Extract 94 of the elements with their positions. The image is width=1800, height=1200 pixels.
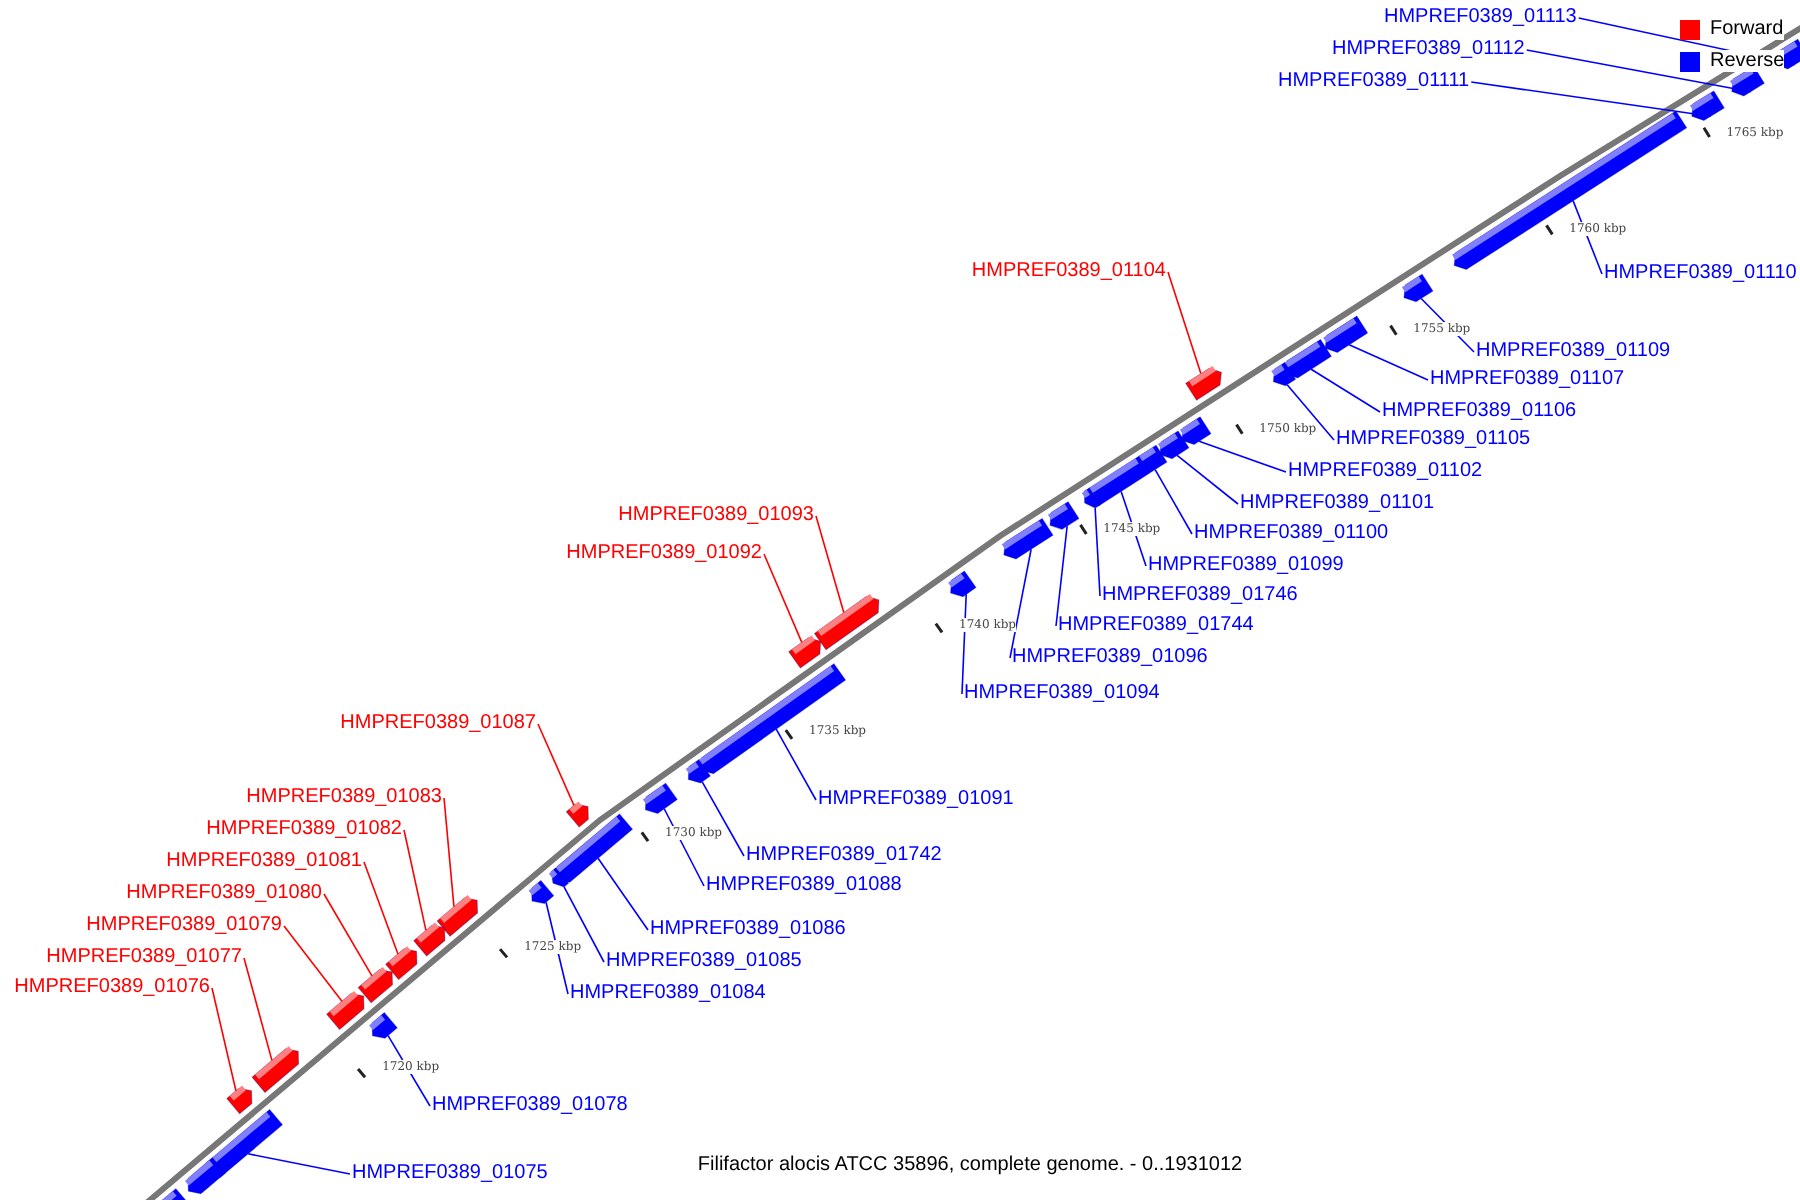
leader-line (443, 797, 455, 908)
leader-line (763, 553, 803, 644)
gene-block (528, 879, 555, 904)
legend-label: Forward (1710, 18, 1784, 40)
gene-block (1401, 273, 1434, 303)
gene-label: HMPREF0389_01105 (1336, 428, 1531, 452)
gene-block (813, 594, 880, 651)
gene-block (1689, 90, 1725, 121)
gene-block (1157, 430, 1190, 460)
leader-line (815, 515, 845, 614)
gene-label: HMPREF0389_01081 (166, 850, 362, 874)
leader-line (1348, 344, 1429, 381)
gene-label: HMPREF0389_01096 (1012, 646, 1208, 670)
gene-label: HMPREF0389_01080 (126, 882, 322, 906)
leader-line (1094, 507, 1101, 597)
gene-block (184, 1157, 226, 1195)
leader-line (563, 886, 605, 963)
leader-line (775, 728, 817, 801)
gene-block (1047, 501, 1080, 530)
leader-line (1176, 454, 1239, 505)
leader-line (211, 987, 237, 1092)
leader-line (283, 925, 343, 1003)
gene-block (357, 966, 393, 1004)
gene-block (1001, 517, 1054, 560)
leader-line (363, 861, 399, 955)
gene-label: HMPREF0389_01079 (86, 914, 282, 938)
gene-label: HMPREF0389_01099 (1148, 554, 1344, 578)
gene-label: HMPREF0389_01100 (1194, 522, 1389, 546)
gene-block (642, 782, 678, 814)
leader-line (1009, 548, 1032, 659)
gene-block (1185, 366, 1222, 401)
gene-label: HMPREF0389_01077 (46, 946, 242, 970)
gene-label: HMPREF0389_01087 (340, 712, 536, 736)
gene-label: HMPREF0389_01092 (566, 542, 762, 566)
leader-line (1154, 468, 1193, 535)
gene-label: HMPREF0389_01106 (1382, 400, 1577, 424)
gene-label: HMPREF0389_01113 (1384, 6, 1577, 30)
gene-block (548, 867, 570, 888)
gene-label: HMPREF0389_01094 (964, 682, 1160, 706)
gene-label: HMPREF0389_01088 (706, 874, 902, 898)
gene-block (226, 1085, 253, 1115)
gene-block (1179, 416, 1212, 445)
gene-label: HMPREF0389_01742 (746, 844, 942, 868)
gene-label: HMPREF0389_01084 (570, 982, 766, 1006)
gene-block (1081, 487, 1101, 509)
gene-label: HMPREF0389_01112 (1332, 38, 1525, 62)
gene-block (1271, 361, 1297, 387)
leader-line (1055, 525, 1068, 627)
leader-line (1286, 383, 1335, 441)
leader-line (701, 780, 745, 857)
leader-line (243, 957, 273, 1062)
leader-line (1310, 368, 1381, 413)
leader-line (323, 893, 373, 977)
gene-label: HMPREF0389_01101 (1240, 492, 1435, 516)
leader-line (1470, 81, 1712, 118)
gene-block (326, 990, 365, 1030)
gene-block (788, 635, 822, 669)
gene-block (369, 1012, 398, 1039)
gene-label: HMPREF0389_01078 (432, 1094, 628, 1118)
leader-line (1198, 440, 1287, 473)
leader-line (1167, 271, 1202, 375)
gene-label: HMPREF0389_01109 (1476, 340, 1671, 364)
gene-label: HMPREF0389_01744 (1058, 614, 1254, 638)
gene-block (948, 570, 977, 598)
gene-label: HMPREF0389_01075 (352, 1162, 548, 1186)
gene-block (251, 1046, 300, 1093)
gene-block (553, 813, 633, 883)
gene-block (1323, 315, 1369, 353)
gene-label: HMPREF0389_01082 (206, 818, 402, 842)
leader-line (597, 857, 649, 931)
leader-line (403, 829, 427, 932)
gene-label: HMPREF0389_01102 (1288, 460, 1483, 484)
gene-label: HMPREF0389_01093 (618, 504, 814, 528)
legend-label: Reverse (1710, 50, 1785, 72)
gene-label: HMPREF0389_01110 (1604, 262, 1797, 286)
leader-line (1525, 49, 1752, 93)
gene-label: HMPREF0389_01085 (606, 950, 802, 974)
gene-label: HMPREF0389_01107 (1430, 368, 1625, 392)
caption: Filifactor alocis ATCC 35896, complete genome. - 0..1931012 (697, 1154, 1243, 1176)
gene-label: HMPREF0389_01091 (818, 788, 1014, 812)
gene-label: HMPREF0389_01086 (650, 918, 846, 942)
gene-block (436, 895, 479, 937)
gene-block (685, 759, 711, 784)
gene-label: HMPREF0389_01104 (971, 260, 1166, 284)
gene-block (157, 1188, 190, 1200)
gene-label: HMPREF0389_01076 (14, 976, 210, 1000)
gene-label: HMPREF0389_01083 (246, 786, 442, 810)
gene-label: HMPREF0389_01746 (1102, 584, 1298, 608)
leader-line (537, 723, 575, 807)
leader-line (663, 807, 705, 887)
leader-line (247, 1153, 351, 1175)
gene-block (565, 801, 589, 828)
gene-block (413, 922, 446, 957)
gene-label: HMPREF0389_01111 (1278, 70, 1470, 94)
